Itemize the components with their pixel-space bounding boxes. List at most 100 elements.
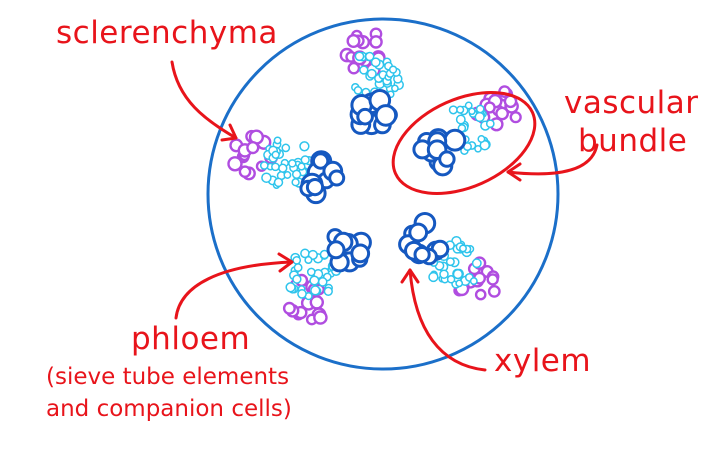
phloem-cell-cell xyxy=(485,119,495,129)
vascular-bundle xyxy=(227,129,346,205)
phloem-cell-cell xyxy=(292,255,302,265)
sclerenchyma-cell-cell xyxy=(487,284,501,298)
xylem-cell-cell xyxy=(350,243,371,264)
phloem-cell-cell xyxy=(353,86,363,95)
sclerenchyma-cell-cell xyxy=(309,295,324,310)
xylem-arrow xyxy=(408,268,487,372)
phloem-cell-cell xyxy=(469,277,478,286)
vascular-bundle xyxy=(339,27,404,136)
xylem-cell-cell xyxy=(408,222,429,243)
phloem-cell-cell xyxy=(391,84,399,93)
sclerenchyma-cell-cell xyxy=(313,310,328,325)
phloem-cell-cell xyxy=(464,101,473,110)
sclerenchyma-cells xyxy=(227,129,279,181)
xylem-cells xyxy=(349,89,398,136)
sclerenchyma-cell-cell xyxy=(483,101,496,114)
phloem-cell-cell xyxy=(273,177,284,188)
phloem-cell-cell xyxy=(317,277,328,287)
xylem-cell-cell xyxy=(311,152,330,170)
xylem-cell-cell xyxy=(374,104,398,127)
phloem-cell-cell xyxy=(278,163,288,173)
phloem-cell-cell xyxy=(388,65,398,74)
phloem-note-line2: and companion cells) xyxy=(46,396,292,422)
phloem-cell-cell xyxy=(309,275,320,286)
sclerenchyma-cell-cell xyxy=(486,273,499,286)
phloem-cell-cell xyxy=(283,171,292,179)
phloem-label: phloem xyxy=(131,321,251,357)
phloem-cell-cell xyxy=(261,172,272,183)
phloem-arrow xyxy=(174,260,294,320)
sclerenchyma-cell-cell xyxy=(346,34,361,49)
xylem-cells xyxy=(326,228,372,273)
vascular-bundle xyxy=(412,85,522,177)
vascular-bundle-arrow xyxy=(506,143,599,176)
phloem-cell-cell xyxy=(288,159,297,168)
vascular-bundle-arrow-head xyxy=(506,162,522,182)
phloem-cell-cell xyxy=(300,155,310,165)
vascular-bundle-label-line1: vascular xyxy=(564,85,699,121)
phloem-cell-cell xyxy=(293,263,303,273)
phloem-cell-cell xyxy=(474,111,485,123)
sclerenchyma-arrow xyxy=(170,60,238,140)
sclerenchyma-cell-cell xyxy=(282,301,296,315)
phloem-cell-cell xyxy=(299,141,310,152)
sclerenchyma-arrow-head xyxy=(220,123,238,142)
sclerenchyma-cell-cell xyxy=(238,165,252,178)
xylem-cell-cell xyxy=(413,246,431,264)
phloem-cell-cell xyxy=(306,267,316,277)
stem-outline xyxy=(206,17,560,371)
phloem-cell-cell xyxy=(475,104,485,114)
sclerenchyma-label: sclerenchyma xyxy=(56,15,278,51)
phloem-cell-cell xyxy=(428,271,439,283)
phloem-cell-cell xyxy=(310,285,321,296)
phloem-arrow-head xyxy=(277,252,294,273)
sclerenchyma-cell-cell xyxy=(495,106,509,121)
sclerenchyma-cell-cell xyxy=(227,156,243,172)
xylem-cells xyxy=(412,128,467,177)
phloem-cell-cell xyxy=(455,279,464,288)
phloem-cell-cell xyxy=(456,105,465,114)
phloem-note-line1: (sieve tube elements xyxy=(46,364,290,390)
phloem-cell-cell xyxy=(354,51,365,62)
vascular-bundles xyxy=(227,27,522,326)
xylem-cell-cell xyxy=(438,150,456,168)
vascular-bundle-label-line2: bundle xyxy=(578,123,688,159)
phloem-cell-cell xyxy=(359,65,369,75)
phloem-cell-cell xyxy=(304,255,313,265)
sclerenchyma-cells xyxy=(339,27,386,78)
sclerenchyma-cell-cell xyxy=(246,141,260,155)
phloem-cell-cell xyxy=(281,143,291,153)
phloem-cell-cell xyxy=(271,162,280,172)
phloem-cell-cell xyxy=(292,274,302,284)
xylem-cell-cell xyxy=(356,107,374,126)
xylem-arrow-head xyxy=(400,268,420,284)
xylem-cell-cell xyxy=(443,128,467,152)
phloem-cell-cell xyxy=(468,107,476,116)
phloem-cell-cell xyxy=(459,244,467,253)
phloem-cell-cell xyxy=(446,275,456,284)
phloem-cell-cell xyxy=(271,150,280,159)
highlight-ellipse xyxy=(391,91,537,195)
phloem-cell-cell xyxy=(366,68,377,79)
sclerenchyma-cell-cell xyxy=(509,111,522,124)
phloem-cell-cell xyxy=(259,161,269,170)
vascular-bundle xyxy=(282,228,372,326)
xylem-cell-cell xyxy=(326,240,346,260)
phloem-cells xyxy=(285,248,342,301)
phloem-cell-cell xyxy=(285,282,296,293)
xylem-cells xyxy=(299,150,346,205)
phloem-cell-cell xyxy=(452,268,464,280)
xylem-label: xylem xyxy=(494,343,592,379)
sclerenchyma-cell-cell xyxy=(347,61,361,75)
xylem-cells xyxy=(398,212,450,266)
xylem-cell-cell xyxy=(305,178,325,197)
phloem-cells xyxy=(351,51,404,104)
phloem-cell-cell xyxy=(364,51,375,62)
annotation-arrows xyxy=(170,60,599,372)
phloem-cell-cell xyxy=(323,286,333,296)
vascular-bundle xyxy=(398,212,501,301)
phloem-cell-cell xyxy=(445,257,455,267)
phloem-cell-cell xyxy=(291,178,300,187)
